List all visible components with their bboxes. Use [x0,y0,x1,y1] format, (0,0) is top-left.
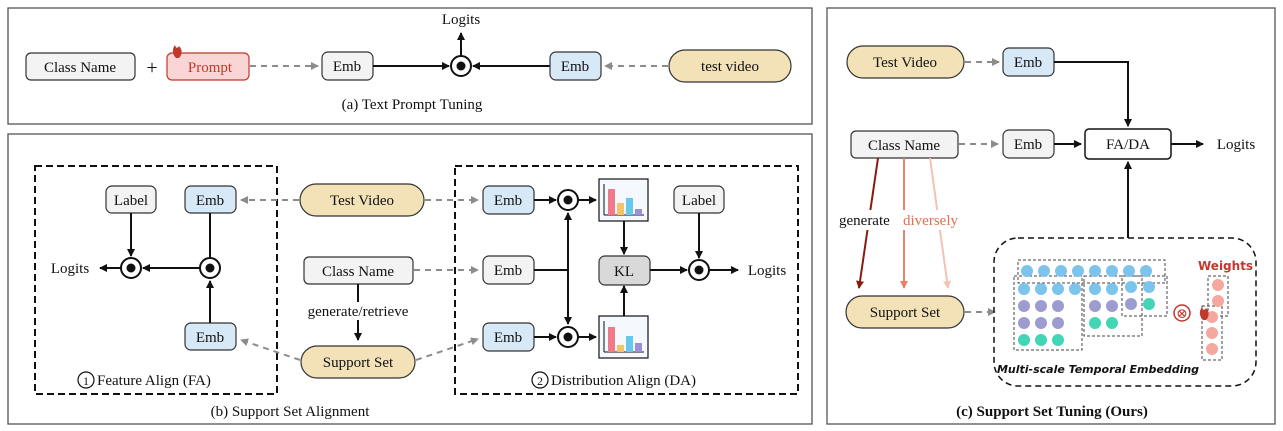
c-support-set-box [845,295,965,329]
da-logits-text: Logits [748,263,786,279]
c-support-set-label: Support Set [870,305,941,321]
b-generate-retrieve-label: generate/retrieve [308,304,409,320]
da-label-text: Label [682,193,716,209]
c-logits-text: Logits [1217,137,1255,153]
b-test-video-label: Test Video [330,193,394,209]
plus-sign: + [146,57,157,79]
histogram-icon-bottom [598,315,649,359]
fa-label-text: Label [114,193,148,209]
prompt-box [166,52,250,81]
test-video-box [668,49,792,83]
panel-a: Class Name + Prompt Emb Logits Emb test … [25,12,792,113]
b-support-set-label: Support Set [323,355,394,371]
panel-a-frame [7,7,813,125]
fa-title: Feature Align (FA) [97,373,211,389]
emb-box-right [549,51,602,81]
fa-number-circle [77,371,95,389]
fa-logits-text: Logits [51,261,89,277]
kl-label: KL [614,264,634,280]
panel-b-caption: (b) Support Set Alignment [211,404,371,420]
histogram-icon-top [598,178,649,222]
panel-c: Test Video Emb Class Name Emb FA/DA Logi… [836,45,1257,420]
flame-icon [172,45,182,58]
da-title: Distribution Align (DA) [551,373,696,389]
c-test-video-box [846,45,965,79]
c-emb-top-text: Emb [1014,55,1042,71]
da-number-circle [531,371,549,389]
fa-number: 1 [83,374,89,388]
prompt-label: Prompt [188,60,233,76]
c-class-name-label: Class Name [868,138,940,154]
b-test-video-box [299,183,425,217]
fa-emb-bottom-text: Emb [196,330,224,346]
logits-label: Logits [442,12,480,28]
da-emb-top-text: Emb [494,193,522,209]
da-emb-bottom-text: Emb [494,330,522,346]
otimes-symbol: ⊗ [1176,307,1188,322]
fa-emb-top-text: Emb [196,193,224,209]
flame-icon-weights [1199,307,1209,320]
otimes-icon [1173,304,1191,322]
class-name-label: Class Name [44,60,116,76]
weights-label: Weights [1198,259,1253,273]
b-support-set-box [300,345,416,379]
panel-c-frame [826,7,1276,425]
mte-grid-icon [1013,259,1168,351]
panel-a-caption: (a) Text Prompt Tuning [342,97,483,113]
b-support-to-fa-arrow [240,338,301,361]
b-support-to-da-arrow [415,337,479,361]
weights-icon [1199,275,1229,361]
c-generate-text: generate [839,213,890,229]
c-test-video-label: Test Video [873,55,937,71]
emb-right-label: Emb [561,59,589,75]
da-region [454,165,799,395]
emb-left-label: Emb [333,59,361,75]
panel-b-frame [7,133,813,425]
mte-region [993,237,1257,387]
mte-label: Multi-scale Temporal Embedding [997,363,1199,376]
c-emb-mid-text: Emb [1014,137,1042,153]
fa-region [34,165,278,395]
class-name-box [25,52,136,81]
fa-da-label: FA/DA [1106,137,1150,153]
c-diversely-text: diversely [903,213,958,229]
c-emb-top-to-fada [1054,61,1132,127]
panel-b: Label Emb Logits Emb 1 Feature Align (FA… [34,165,799,420]
da-emb-mid-text: Emb [494,263,522,279]
da-number: 2 [537,374,543,388]
b-class-name-label: Class Name [322,264,394,280]
panel-c-caption: (c) Support Set Tuning (Ours) [956,404,1148,420]
test-video-label: test video [701,59,759,75]
